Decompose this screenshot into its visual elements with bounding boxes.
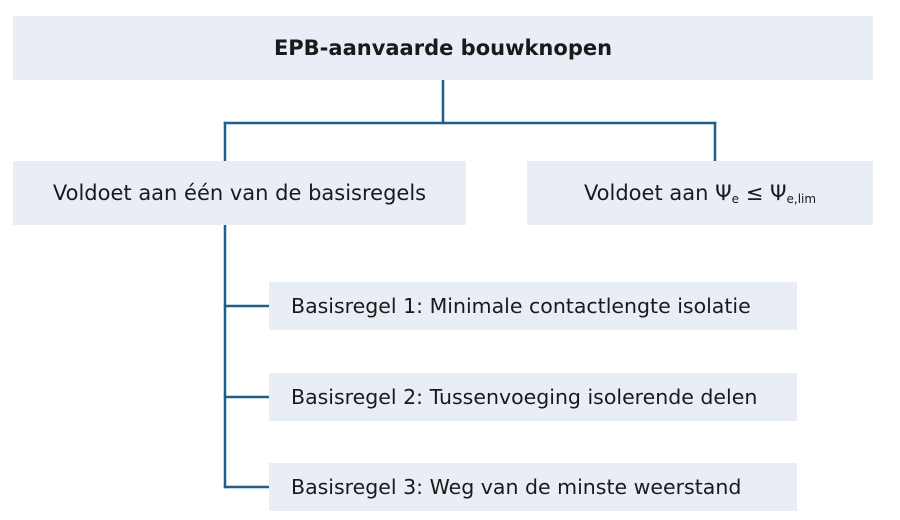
rule-node-1-label: Basisregel 1: Minimale contactlengte iso…: [291, 294, 751, 318]
psi-subscript-left: e: [731, 191, 740, 206]
psi-criterion-prefix: Voldoet aan: [583, 180, 716, 205]
rule-node-2: Basisregel 2: Tussenvoeging isolerende d…: [269, 373, 797, 421]
root-node-label: EPB-aanvaarde bouwknopen: [273, 36, 613, 60]
psi-criterion-node-label: Voldoet aan Ψe ≤ Ψe,lim: [584, 181, 816, 206]
psi-subscript-right: e,lim: [786, 191, 817, 206]
basic-rules-node-label: Voldoet aan één van de basisregels: [52, 181, 427, 205]
psi-operator: ≤: [739, 180, 770, 205]
basic-rules-node: Voldoet aan één van de basisregels: [13, 161, 466, 225]
psi-symbol-right: Ψ: [769, 180, 787, 205]
psi-criterion-node: Voldoet aan Ψe ≤ Ψe,lim: [527, 161, 873, 225]
rule-node-1: Basisregel 1: Minimale contactlengte iso…: [269, 282, 797, 330]
rule-node-3-label: Basisregel 3: Weg van de minste weerstan…: [291, 475, 742, 499]
psi-symbol-left: Ψ: [715, 180, 732, 205]
root-node: EPB-aanvaarde bouwknopen: [13, 16, 873, 80]
rule-node-3: Basisregel 3: Weg van de minste weerstan…: [269, 463, 797, 511]
rule-node-2-label: Basisregel 2: Tussenvoeging isolerende d…: [291, 385, 758, 409]
